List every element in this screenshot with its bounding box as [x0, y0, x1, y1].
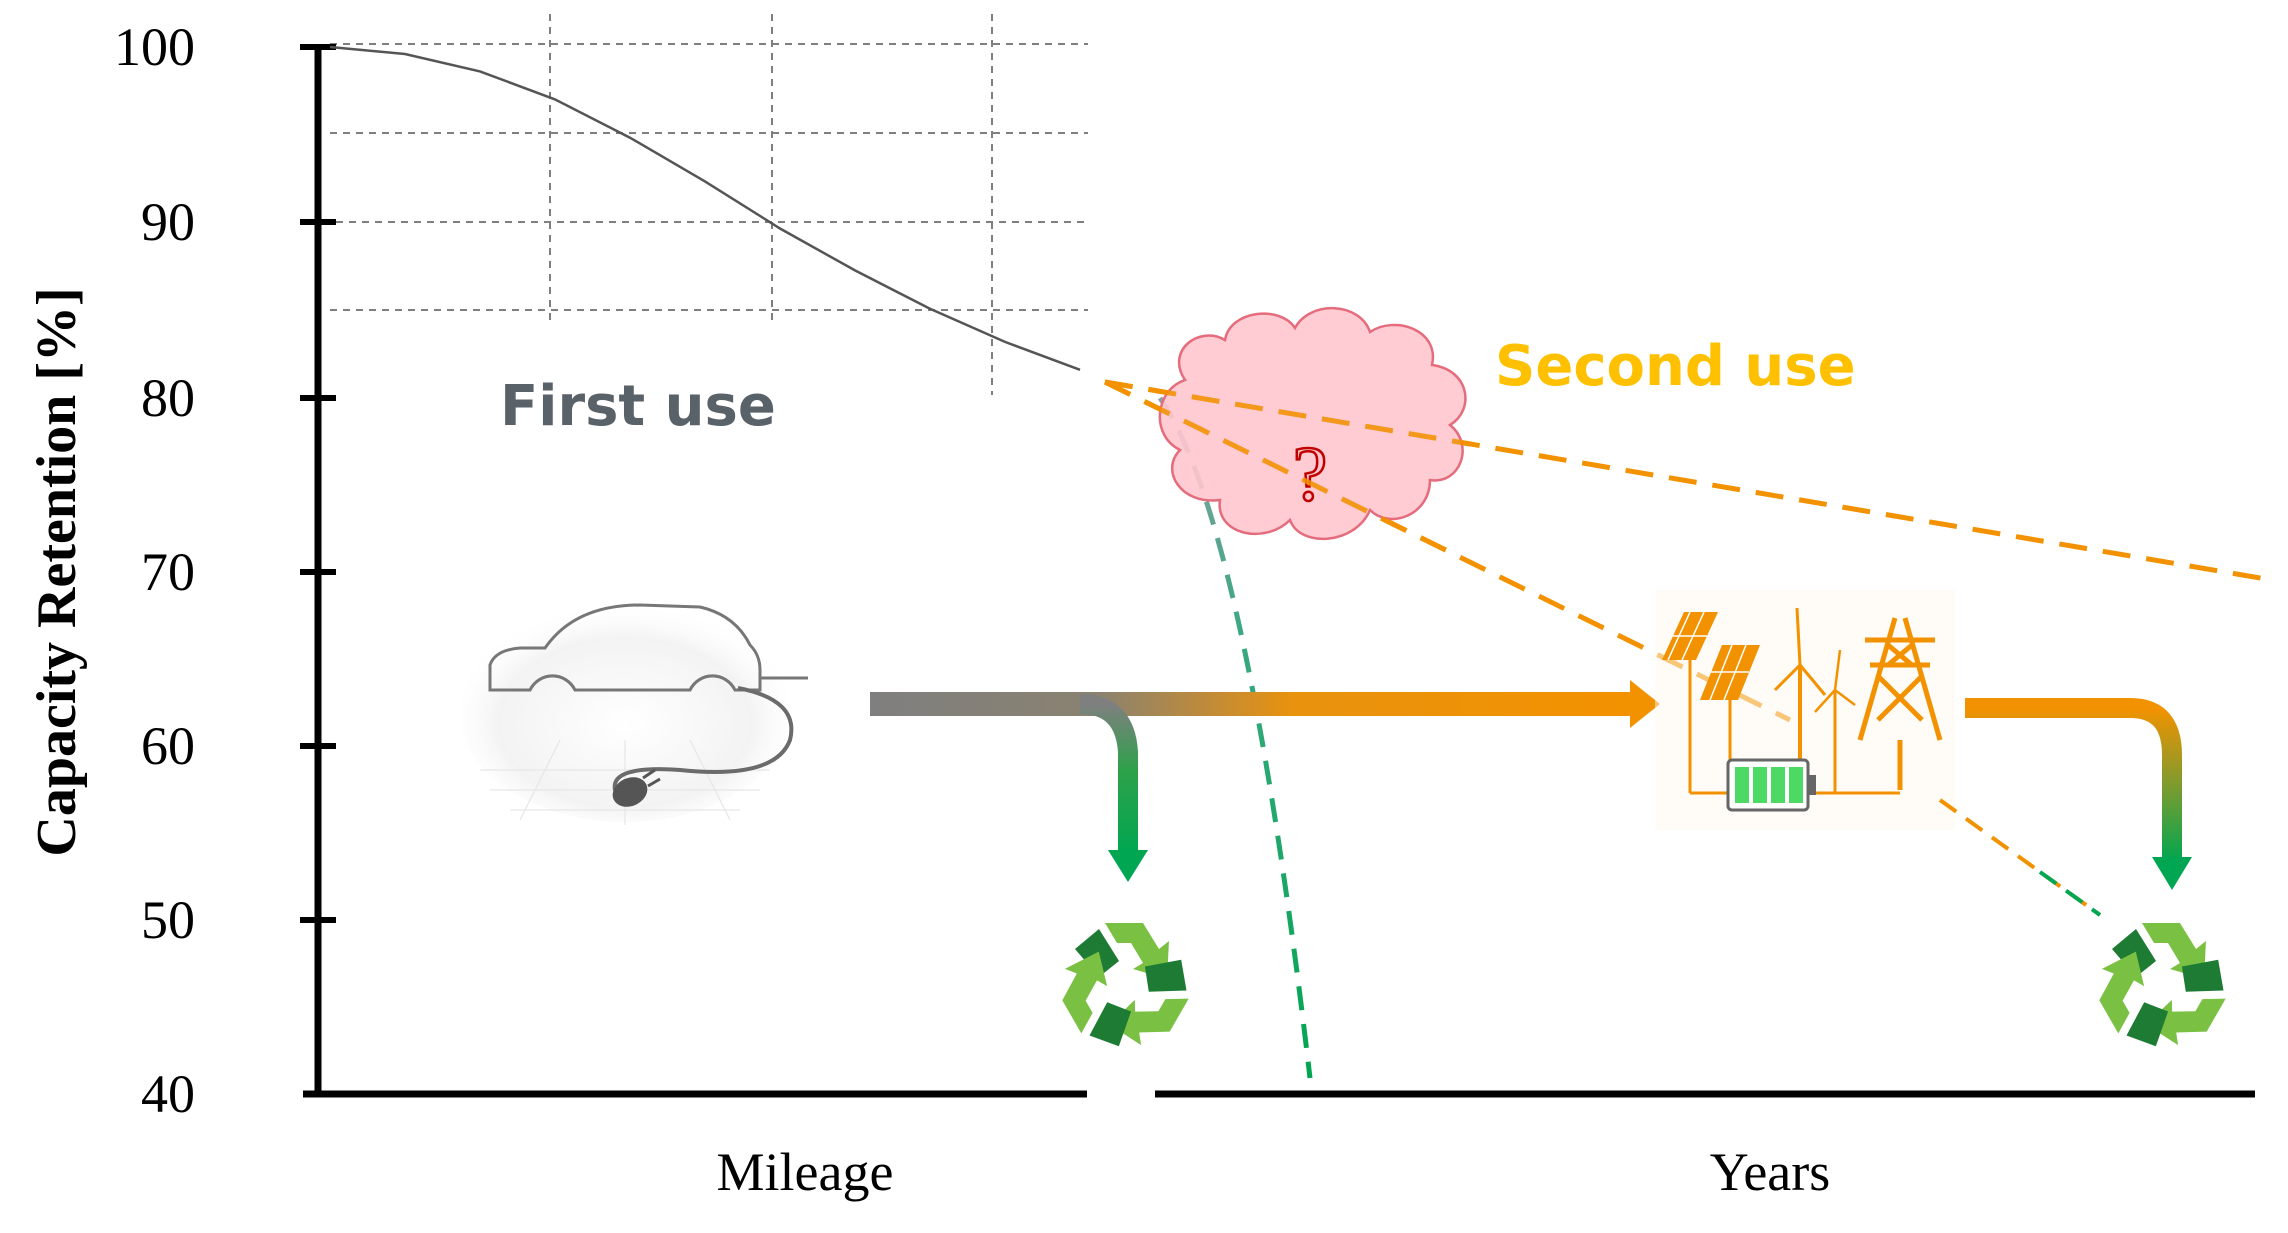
recycle-arrow-segment [2146, 959, 2226, 1046]
y-tick-label: 60 [141, 716, 195, 776]
solar-panel-icon [1700, 644, 1760, 770]
y-tick-label: 80 [141, 368, 195, 428]
recycle-arrow-segment [1062, 951, 1132, 1047]
question-cloud-icon: ? [1158, 306, 1467, 541]
second-use-line-upper-overlay [1104, 379, 1471, 447]
second-use-label: Second use [1495, 334, 1856, 399]
recycle-arrow-segment [1109, 959, 1189, 1046]
y-tick-label: 70 [141, 542, 195, 602]
y-tick-label: 90 [141, 192, 195, 252]
recycle-icon [1062, 923, 1189, 1047]
grid [310, 14, 1088, 395]
y-axis-title: Capacity Retention [%] [26, 287, 88, 856]
y-tick-label: 100 [114, 17, 195, 77]
axes [303, 45, 2255, 1098]
y-tick-label: 50 [141, 890, 195, 950]
x-axis-title-mileage: Mileage [717, 1142, 894, 1202]
second-use-recycle-arrow [1965, 698, 2192, 890]
y-tick-label: 40 [141, 1064, 195, 1124]
first-use-recycle-arrow [1079, 694, 1148, 882]
battery-icon [1726, 758, 1816, 812]
recycle-arrow-segment [2099, 951, 2169, 1047]
renewable-grid-icon [1655, 590, 1955, 830]
recycle-icon [2099, 923, 2226, 1047]
second-use-line-lower-overlay [1103, 379, 1462, 560]
question-mark: ? [1293, 430, 1328, 517]
solar-panel-icon [1662, 611, 1718, 770]
electric-car-icon [460, 602, 808, 825]
transmission-tower-icon [1857, 617, 1943, 790]
x-axis-title-years: Years [1710, 1142, 1831, 1202]
first-use-label: First use [500, 374, 776, 439]
y-tick-labels: 100 90 80 70 60 50 40 [114, 17, 195, 1124]
main-flow-arrow [870, 680, 1660, 728]
first-use-capacity-curve [329, 45, 1081, 371]
